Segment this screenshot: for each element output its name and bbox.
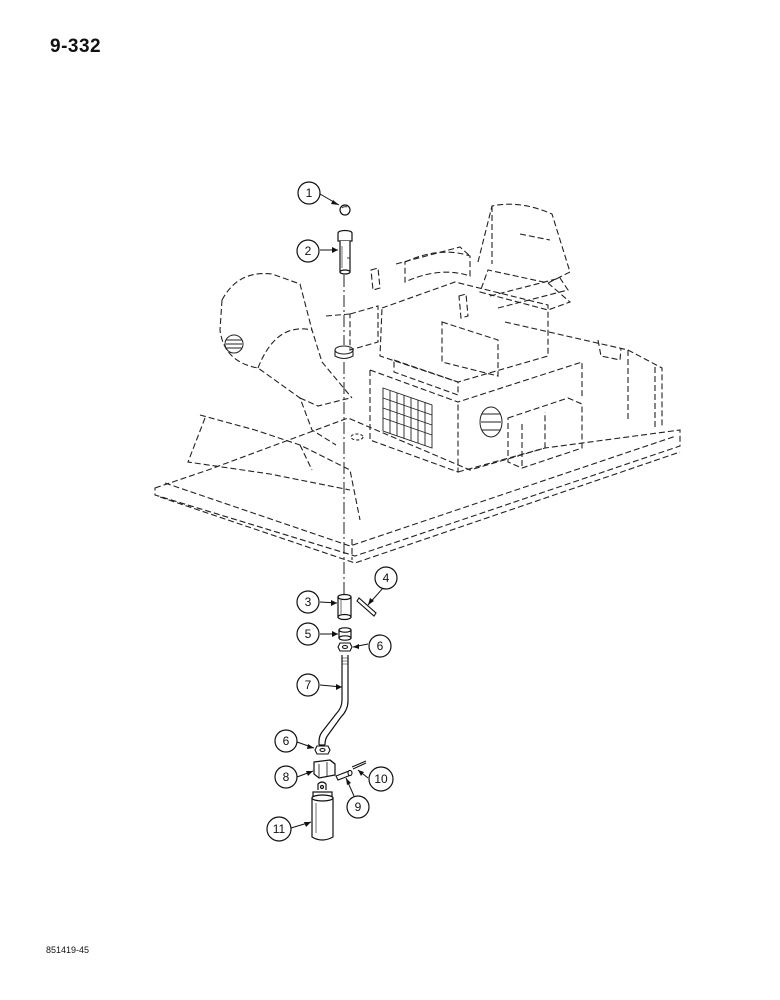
callout-11: 11 xyxy=(266,816,292,842)
callout-6-upper: 6 xyxy=(368,634,392,658)
callout-8: 8 xyxy=(274,765,298,789)
engine-grille xyxy=(382,387,433,449)
svg-text:11: 11 xyxy=(273,822,286,836)
part-6-nut-lower xyxy=(314,745,331,755)
svg-text:9: 9 xyxy=(355,800,362,814)
part-11-cylinder xyxy=(311,781,334,841)
svg-text:6: 6 xyxy=(377,639,384,653)
fan-cover xyxy=(479,406,503,438)
callout-7: 7 xyxy=(296,673,320,697)
figure-code: 851419-45 xyxy=(46,945,90,955)
svg-text:5: 5 xyxy=(305,627,312,641)
callout-4: 4 xyxy=(374,566,398,590)
callout-9: 9 xyxy=(346,795,370,819)
part-8-clevis xyxy=(313,759,336,779)
swivel-socket xyxy=(334,345,364,441)
callout-6-lower: 6 xyxy=(274,729,298,753)
callout-2: 2 xyxy=(296,239,320,263)
callout-10: 10 xyxy=(368,766,394,792)
part-5-spacer xyxy=(338,627,352,641)
callout-1: 1 xyxy=(297,181,321,205)
svg-text:6: 6 xyxy=(283,734,290,748)
leader-arrowheads xyxy=(304,200,374,827)
svg-text:2: 2 xyxy=(305,244,312,258)
part-4-roll-pin xyxy=(356,597,377,617)
part-10-cotter-pin xyxy=(351,760,367,770)
boom-pin-grille xyxy=(224,334,244,354)
callout-3: 3 xyxy=(296,590,320,614)
svg-text:7: 7 xyxy=(305,678,312,692)
svg-text:4: 4 xyxy=(383,571,390,585)
part-6-nut-upper xyxy=(337,642,353,652)
callout-5: 5 xyxy=(296,622,320,646)
svg-text:1: 1 xyxy=(306,186,313,200)
part-1-knob xyxy=(339,204,351,216)
svg-text:10: 10 xyxy=(374,772,388,786)
leader-lines xyxy=(290,193,384,829)
part-7-control-rod xyxy=(318,655,349,746)
part-2-upper-sleeve xyxy=(337,229,353,275)
part-3-coupler xyxy=(337,593,352,621)
part-9-clevis-pin xyxy=(335,769,353,781)
machine-upper-structure xyxy=(154,203,681,564)
svg-text:3: 3 xyxy=(305,595,312,609)
svg-text:8: 8 xyxy=(283,770,290,784)
page-number: 9-332 xyxy=(50,36,102,57)
